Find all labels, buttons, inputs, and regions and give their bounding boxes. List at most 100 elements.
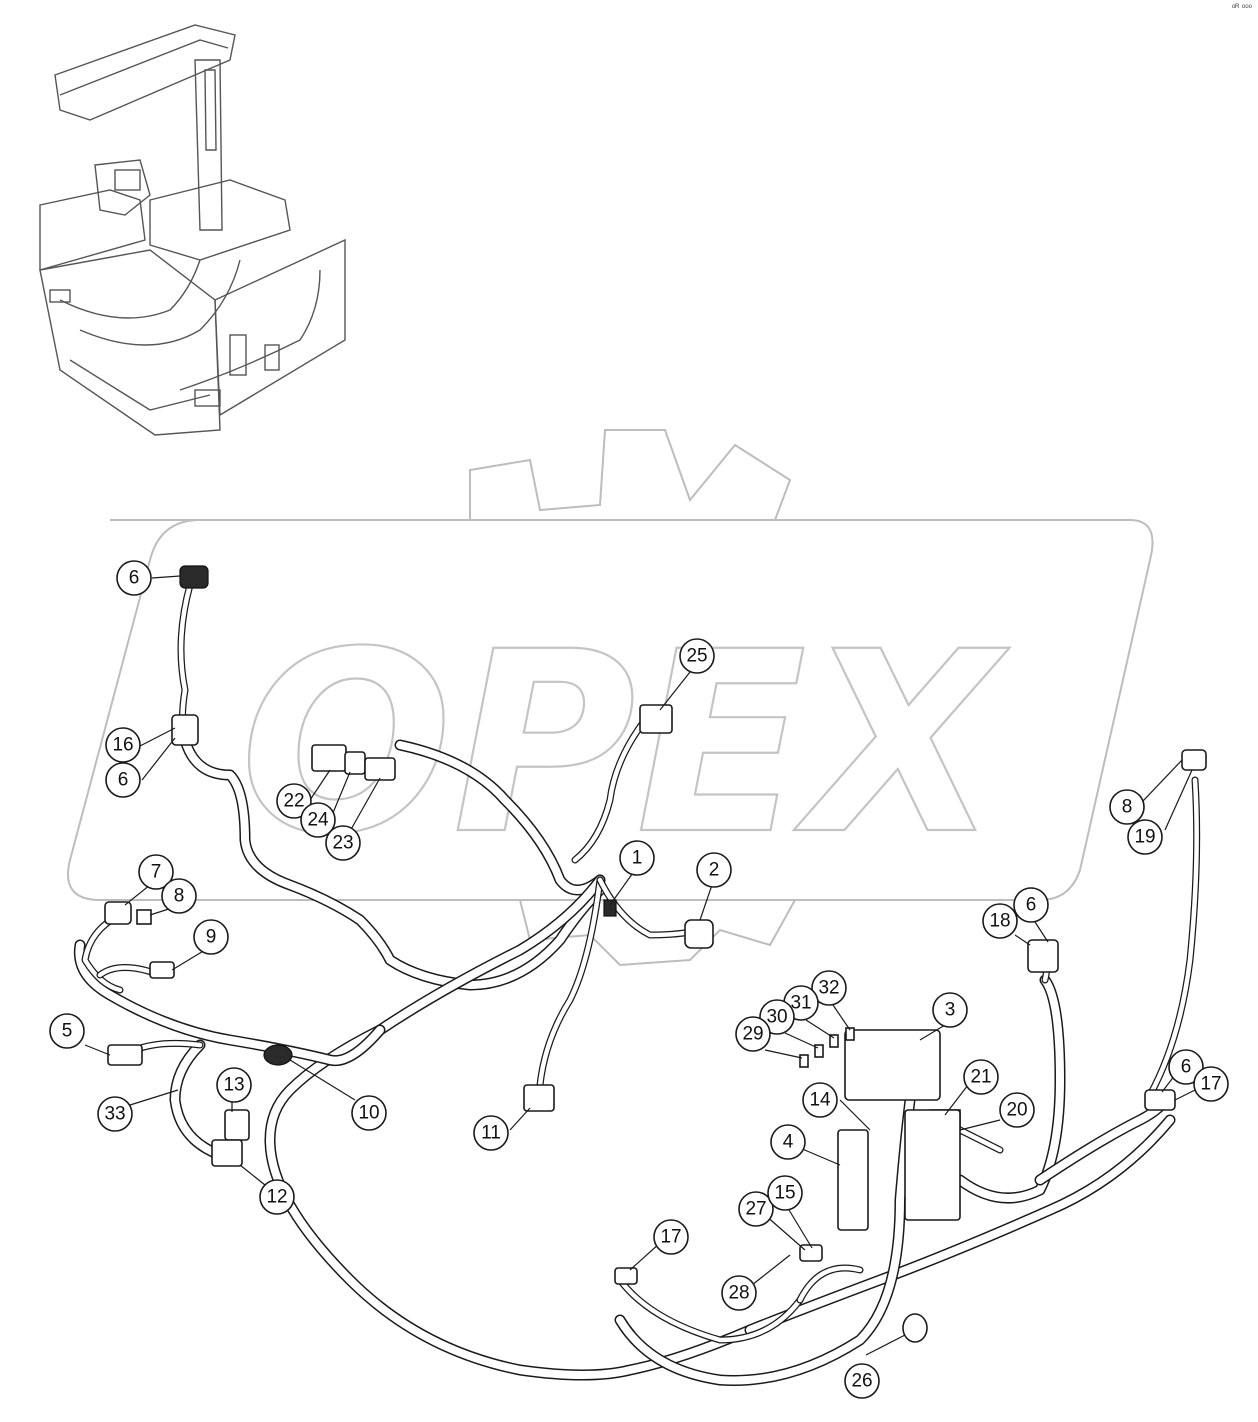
watermark: OPEX	[67, 429, 1154, 967]
svg-text:20: 20	[1006, 1100, 1027, 1121]
clip-31	[829, 1034, 839, 1048]
svg-text:10: 10	[358, 1103, 379, 1124]
connector-16	[171, 714, 199, 746]
svg-text:25: 25	[686, 646, 707, 667]
callout-26: 26	[844, 1363, 880, 1399]
callout-11: 11	[473, 1115, 509, 1151]
connector-13	[224, 1109, 250, 1141]
callout-33: 33	[97, 1096, 133, 1132]
fuse-box-3	[844, 1029, 941, 1101]
callout-18: 18	[982, 903, 1018, 939]
svg-text:5: 5	[62, 1021, 73, 1042]
connector-8-right	[1181, 749, 1207, 771]
callout-13: 13	[216, 1067, 252, 1103]
callout-6-mid: 6	[105, 762, 141, 798]
svg-text:11: 11	[481, 1123, 501, 1144]
svg-text:17: 17	[660, 1227, 681, 1248]
svg-text:31: 31	[790, 993, 811, 1014]
relay-2	[684, 919, 714, 949]
callout-4: 4	[770, 1124, 806, 1160]
svg-text:18: 18	[989, 911, 1010, 932]
callouts: 6 25 16 6 22 24 23 1 2 7 8 9 5 13 33 10 …	[49, 560, 1229, 1399]
callout-15: 15	[767, 1175, 803, 1211]
svg-text:7: 7	[151, 862, 162, 883]
svg-text:30: 30	[766, 1007, 787, 1028]
callout-8-right: 8	[1109, 789, 1145, 825]
plug-26	[902, 1313, 928, 1343]
callout-17-right: 17	[1193, 1066, 1229, 1102]
callout-21: 21	[963, 1059, 999, 1095]
callout-28: 28	[721, 1275, 757, 1311]
svg-text:8: 8	[174, 886, 185, 907]
svg-text:13: 13	[223, 1075, 244, 1096]
corner-mark: ᵒᴿ ᵒᵒᵒ	[1231, 2, 1252, 12]
connector-5	[107, 1044, 143, 1066]
callout-10: 10	[351, 1095, 387, 1131]
callout-1: 1	[619, 840, 655, 876]
svg-text:19: 19	[1134, 827, 1155, 848]
svg-text:2: 2	[709, 860, 720, 881]
connector-7	[104, 901, 132, 925]
callout-23: 23	[325, 825, 361, 861]
callout-24: 24	[300, 802, 336, 838]
callout-20: 20	[999, 1092, 1035, 1128]
connector-11	[523, 1084, 555, 1112]
svg-text:12: 12	[266, 1187, 287, 1208]
connector-23	[364, 757, 396, 781]
clip-30	[814, 1044, 824, 1058]
fuse-1	[603, 899, 617, 917]
svg-text:16: 16	[112, 735, 133, 756]
svg-text:1: 1	[632, 848, 643, 869]
svg-text:33: 33	[104, 1104, 125, 1125]
callout-9: 9	[193, 919, 229, 955]
callout-5: 5	[49, 1013, 85, 1049]
connector-9	[149, 961, 175, 979]
callout-6-right-top: 6	[1013, 887, 1049, 923]
callout-8-left: 8	[161, 878, 197, 914]
relay-block-4	[837, 1129, 869, 1231]
watermark-text: OPEX	[240, 598, 1010, 889]
callout-2: 2	[696, 852, 732, 888]
callout-14: 14	[802, 1082, 838, 1118]
relay-block-right	[904, 1109, 961, 1221]
callout-12: 12	[259, 1179, 295, 1215]
svg-text:32: 32	[818, 978, 839, 999]
connector-6-top	[179, 565, 209, 589]
component-10	[263, 1044, 293, 1066]
svg-text:6: 6	[118, 770, 129, 791]
svg-text:6: 6	[1181, 1057, 1192, 1078]
callout-6-right: 6	[1168, 1049, 1204, 1085]
connector-25	[639, 704, 673, 734]
components	[104, 565, 1207, 1343]
main-harness	[73, 734, 1176, 1386]
callout-27: 27	[738, 1191, 774, 1227]
callout-32: 32	[811, 970, 847, 1006]
connector-15	[799, 1244, 823, 1262]
svg-text:21: 21	[970, 1067, 991, 1088]
callout-25: 25	[679, 638, 715, 674]
connector-22	[311, 744, 347, 772]
connector-24	[344, 751, 366, 775]
svg-text:22: 22	[283, 791, 304, 812]
connector-18	[1027, 939, 1059, 973]
svg-text:9: 9	[206, 927, 217, 948]
clip-32	[845, 1027, 855, 1041]
callout-22: 22	[276, 783, 312, 819]
svg-text:26: 26	[851, 1371, 872, 1392]
callout-7: 7	[138, 854, 174, 890]
cab-thumbnail	[39, 24, 346, 436]
svg-text:17: 17	[1200, 1074, 1221, 1095]
svg-text:6: 6	[129, 568, 140, 589]
svg-text:8: 8	[1122, 797, 1133, 818]
svg-text:24: 24	[307, 810, 329, 831]
connector-12	[211, 1139, 243, 1167]
callout-19: 19	[1127, 819, 1163, 855]
callout-16: 16	[105, 727, 141, 763]
svg-text:4: 4	[783, 1132, 794, 1153]
svg-text:28: 28	[728, 1283, 749, 1304]
connector-6-right	[1144, 1089, 1176, 1111]
svg-text:14: 14	[809, 1090, 831, 1111]
connector-17-bottom	[614, 1267, 638, 1285]
svg-text:3: 3	[945, 1000, 956, 1021]
callout-3: 3	[932, 992, 968, 1028]
